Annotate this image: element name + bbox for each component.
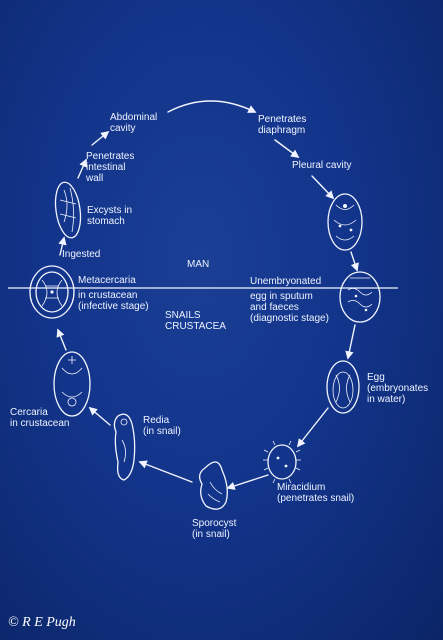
arrow-cercaria-to-metacercaria [56,328,67,351]
label-abdominal-cavity: Abdominal cavity [110,112,157,134]
label-line: Miracidium [277,482,326,493]
zone-label-snails: SNAILS [165,310,201,321]
zone-label-crustacea: CRUSTACEA [165,321,226,332]
label-egg-embryonates: Egg (embryonates in water) [367,372,428,405]
label-line: Ingested [62,249,101,260]
label-line: (in snail) [143,426,181,437]
label-line: Cercaria [10,407,48,418]
label-line: (infective stage) [78,301,149,312]
label-line: Sporocyst [192,518,237,529]
embryonated-egg-icon [326,360,360,414]
arrow-sporocyst-to-redia [138,460,193,483]
label-ingested: Ingested [62,249,100,260]
label-penetrates-diaphragm: Penetrates diaphragm [258,114,306,136]
label-miracidium: Miracidium (penetrates snail) [277,482,354,504]
arrow-metacercaria-to-excyst [58,236,67,256]
label-line: Abdominal [110,112,158,123]
label-line: Unembryonated [250,276,322,287]
label-line: Metacercaria [78,275,136,286]
label-line: (penetrates snail) [277,493,355,504]
label-line: in water) [367,394,406,405]
copyright-credit: © R E Pugh [8,615,76,630]
label-penetrates-intestinal-wall: Penetrates intestinal wall [86,151,134,184]
label-line: Redia [143,415,170,426]
label-line: (embryonates [367,383,429,394]
arrow-abdominal-to-diaphragm [167,100,257,113]
redia-icon [113,413,136,481]
label-line: (in snail) [192,529,230,540]
label-line: Penetrates [258,114,307,125]
zone-label-man: MAN [187,259,210,270]
label-line: intestinal [86,162,126,173]
cercaria-icon [53,351,91,417]
label-line: Excysts in [87,205,133,216]
label-excysts-in-stomach: Excysts in stomach [87,205,132,227]
adult-fluke-icon [327,193,363,251]
label-line: in crustacean [78,290,138,301]
excysted-juvenile-icon [54,181,82,239]
label-line: Pleural cavity [292,160,352,171]
label-line: Egg [367,372,385,383]
arrow-intestinal-to-abdominal [91,130,110,146]
label-line: Penetrates [86,151,135,162]
label-line: in crustacean [10,418,70,429]
arrow-egg-to-miracidium [296,407,329,448]
arrow-diaphragm-to-pleural [274,139,300,158]
label-line: (diagnostic stage) [250,313,329,324]
label-unembryonated-egg: Unembryonated egg in sputum and faeces (… [250,276,329,324]
arrow-pleural-to-adult [311,175,335,200]
arrow-egg-to-embryonated [345,324,356,360]
sporocyst-icon [198,461,228,510]
label-sporocyst: Sporocyst (in snail) [192,518,236,540]
label-redia: Redia (in snail) [143,415,181,437]
miracidium-icon [263,440,301,484]
label-cercaria: Cercaria in crustacean [10,407,69,429]
metacercaria-cyst-icon [29,265,75,319]
arrow-miracidium-to-sporocyst [226,474,269,490]
label-line: wall [86,173,104,184]
label-line: cavity [110,123,136,134]
zone-label-snails-crustacea: SNAILS CRUSTACEA [165,310,226,332]
label-metacercaria: Metacercaria in crustacean (infective st… [78,275,149,312]
arrow-excyst-to-intestinal [77,158,88,179]
label-line: and faeces [250,302,299,313]
label-line: diaphragm [258,125,306,136]
label-line: egg in sputum [250,291,313,302]
unembryonated-egg-icon [339,271,381,323]
label-line: stomach [87,216,125,227]
arrow-redia-to-cercaria [88,406,111,426]
arrow-adult-to-egg [350,251,359,272]
label-pleural-cavity: Pleural cavity [292,160,351,171]
